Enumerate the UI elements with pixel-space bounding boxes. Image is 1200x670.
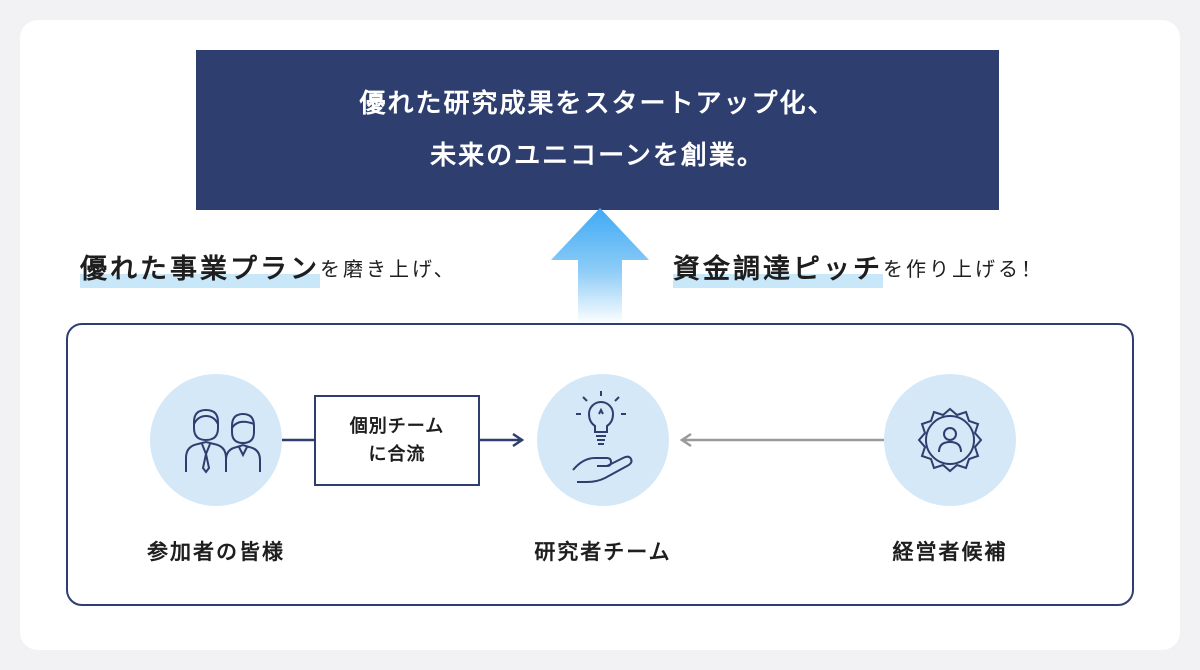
merge-team-box: 個別チーム に合流 <box>314 395 480 486</box>
headline-line-2: 未来のユニコーンを創業。 <box>430 141 765 171</box>
participants-label: 参加者の皆様 <box>147 540 285 564</box>
caption-right-highlight: 資金調達ピッチ <box>673 246 883 288</box>
managers-label: 経営者候補 <box>892 540 1008 564</box>
caption-business-plan: 優れた事業プラン を磨き上げ、 <box>80 246 457 288</box>
badge-person-icon <box>917 407 983 473</box>
caption-funding-pitch: 資金調達ピッチ を作り上げる！ <box>673 246 1044 288</box>
participants-circle <box>150 374 282 506</box>
caption-right-rest: を作り上げる！ <box>883 256 1044 281</box>
managers-circle <box>884 374 1016 506</box>
people-icon <box>185 408 261 474</box>
lightbulb-hand-icon <box>572 391 633 483</box>
researchers-label: 研究者チーム <box>534 540 672 564</box>
merge-box-line-2: に合流 <box>368 443 426 465</box>
caption-left-rest: を磨き上げ、 <box>320 256 457 281</box>
caption-left-highlight: 優れた事業プラン <box>80 246 320 288</box>
headline-banner: 優れた研究成果をスタートアップ化、 未来のユニコーンを創業。 <box>196 50 999 210</box>
up-arrow-icon <box>551 208 649 324</box>
researchers-circle <box>537 374 669 506</box>
badge-outline <box>917 407 983 473</box>
merge-box-line-1: 個別チーム <box>349 415 445 437</box>
headline-line-1: 優れた研究成果をスタートアップ化、 <box>359 89 836 119</box>
